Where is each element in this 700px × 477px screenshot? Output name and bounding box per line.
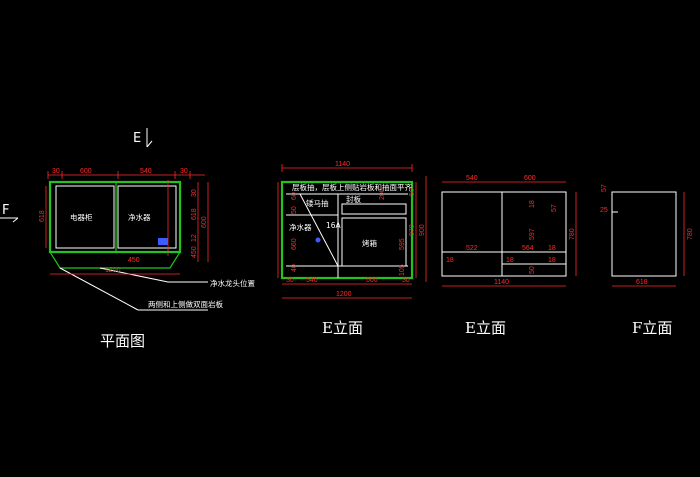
- e1-socket-marker: [315, 237, 321, 243]
- plan-note-faucet: 净水龙头位置: [210, 278, 255, 288]
- elevation-e-detailed: 1140 层板抽，层板上侧贴岩板和抽面平齐 封板 矮马抽 净水器 16A 烤箱 …: [277, 161, 427, 337]
- e1-dim-left-3: 40: [291, 264, 298, 272]
- e2-dim-mid-2: 564: [522, 245, 534, 252]
- e1-dim-bottom: 1200: [336, 291, 352, 298]
- e1-dim-b3: 600: [366, 277, 378, 284]
- plan-dim-bottom: 1200: [105, 267, 121, 274]
- e2-dim-mid-4: 18: [446, 257, 454, 264]
- plan-dim-top-3: 540: [140, 168, 152, 175]
- f-dim-v1: 57: [601, 184, 608, 192]
- f-title: F立面: [632, 319, 672, 337]
- e2-dim-v3: 57: [551, 204, 558, 212]
- plan-label-left: 电器柜: [70, 212, 93, 222]
- e1-socket: 16A: [326, 221, 342, 230]
- faucet-marker: [158, 238, 168, 245]
- e1-seal: 封板: [346, 194, 361, 204]
- plan-dim-right-2: 618: [191, 208, 198, 220]
- f-dim-bottom: 618: [636, 279, 648, 286]
- e2-dim-mid-5: 18: [506, 257, 514, 264]
- e1-note: 层板抽，层板上侧贴岩板和抽面平齐: [292, 182, 412, 192]
- e2-dim-top-1: 540: [466, 175, 478, 182]
- f-dim-v3: 780: [687, 228, 694, 240]
- elevation-f: 57 25 780 618 F立面: [600, 184, 694, 337]
- e1-purifier: 净水器: [289, 222, 312, 232]
- section-marker-e: E: [133, 128, 153, 148]
- e2-dim-bottom: 1140: [494, 279, 509, 286]
- e1-dim-b1: 30: [286, 277, 294, 284]
- e2-dim-mid-1: 522: [466, 245, 478, 252]
- e1-dim-small-1: 60: [291, 192, 298, 200]
- e2-dim-mid-3: 18: [548, 245, 556, 252]
- plan-dim-right-1: 30: [191, 189, 198, 197]
- e2-dim-top-2: 600: [524, 175, 536, 182]
- e2-dim-v4: 50: [529, 266, 536, 274]
- plan-note-side: 两侧和上侧做双面岩板: [148, 299, 223, 309]
- e1-dim-left-2: 660: [291, 238, 298, 250]
- e2-dim-v2: 597: [529, 228, 536, 240]
- e1-drawer: 矮马抽: [306, 198, 329, 208]
- e1-dim-top: 1140: [335, 161, 350, 168]
- plan-dim-top-2: 600: [80, 168, 92, 175]
- plan-dim-bottom-small: 450: [128, 257, 140, 264]
- e2-title: E立面: [465, 319, 506, 337]
- plan-dim-right-3: 12: [191, 234, 198, 242]
- plan-label-right: 净水器: [128, 212, 151, 222]
- e1-dim-mid-1: 595: [399, 238, 406, 250]
- e2-dim-mid-6: 18: [548, 257, 556, 264]
- plan-title: 平面图: [100, 332, 145, 350]
- plan-dim-top-1: 30: [52, 168, 60, 175]
- plan-view: 30 600 540 30 电器柜 净水器 1200 450 618 30 61…: [39, 168, 255, 350]
- e1-dim-mid-2: 105: [399, 264, 406, 276]
- plan-dim-right-5: 600: [201, 216, 208, 228]
- plan-dim-right-4: 450: [191, 246, 198, 258]
- e2-dim-v1: 18: [529, 200, 536, 208]
- e1-oven: 烤箱: [362, 238, 377, 248]
- e1-dim-left-1: 50: [291, 206, 298, 214]
- e1-dim-right-1: 50: [409, 188, 416, 196]
- e1-dim-small-2: 200: [379, 188, 386, 200]
- section-marker-f: F: [0, 203, 19, 223]
- e1-dim-outer: 900: [419, 224, 426, 236]
- e1-title: E立面: [322, 319, 363, 337]
- f-dim-v2: 25: [600, 207, 608, 214]
- axis-f-label: F: [2, 203, 9, 218]
- e1-dim-right-2: 870: [409, 224, 416, 236]
- plan-dim-left: 618: [39, 210, 46, 222]
- axis-e-label: E: [133, 131, 141, 146]
- elevation-e-carcass: 540 600 522 564 18 18 18 18 18 597 57 50…: [441, 175, 577, 337]
- e1-dim-b2: 540: [306, 277, 318, 284]
- e2-dim-v5: 780: [569, 228, 576, 240]
- plan-dim-top-4: 30: [180, 168, 188, 175]
- e1-dim-b4: 30: [402, 277, 410, 284]
